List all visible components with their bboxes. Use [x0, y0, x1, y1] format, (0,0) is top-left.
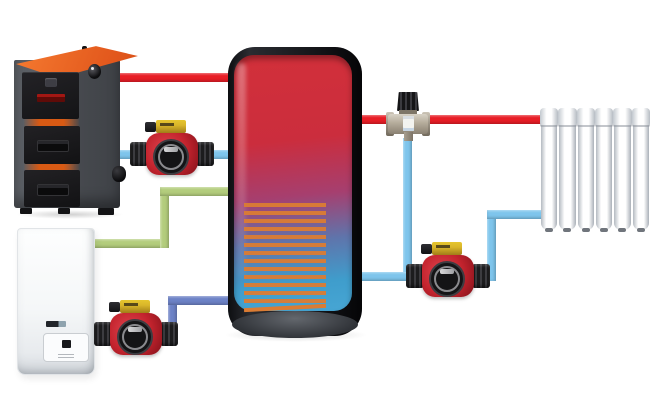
boiler-damper-knob — [112, 166, 126, 182]
wall-boiler-logo — [46, 321, 66, 327]
pipe-wallboiler-return-drop — [168, 298, 177, 342]
solid-fuel-boiler — [12, 44, 140, 219]
pipe-boiler-hot-supply — [112, 73, 236, 82]
wall-boiler-display — [62, 340, 71, 348]
pump-cable-gland — [421, 244, 432, 254]
pump-left-flange — [406, 264, 424, 288]
pump-motor-face — [117, 319, 153, 355]
circulation-pump-heating — [406, 242, 490, 298]
boiler-loading-door — [22, 72, 79, 119]
pipe-valve-cold-drop — [403, 138, 412, 281]
pump-cable-gland — [145, 122, 156, 132]
radiator-section — [558, 108, 578, 232]
pump-terminal-box — [156, 120, 186, 133]
boiler-ember-glow-upper — [24, 119, 79, 126]
pump-left-flange — [130, 142, 148, 166]
boiler-foot — [98, 208, 114, 215]
pump-right-flange — [472, 264, 490, 288]
pipe-wallboiler-supply-top — [160, 187, 236, 196]
boiler-ash-door — [24, 170, 80, 207]
wall-boiler-control-panel — [43, 333, 89, 362]
radiator-section — [613, 108, 632, 232]
boiler-ember-glow-lower — [24, 164, 79, 170]
pipe-wallboiler-supply-low — [85, 239, 169, 248]
radiator-section — [539, 108, 559, 232]
pipe-wallboiler-supply-rise — [160, 187, 169, 248]
pump-cable-gland — [109, 302, 120, 312]
wall-mounted-boiler — [17, 228, 95, 375]
valve-collar — [399, 110, 417, 115]
boiler-foot — [58, 208, 70, 214]
pump-terminal-box — [432, 242, 462, 255]
pump-motor-face — [429, 261, 465, 297]
panel-radiator — [539, 108, 650, 232]
pipe-tank-to-pump-return — [356, 272, 418, 281]
tank-thermal-gradient — [234, 55, 352, 313]
circulation-pump-charging — [130, 120, 214, 176]
pipe-wallboiler-return — [168, 296, 236, 305]
pipe-radiator-return-riser — [487, 210, 496, 281]
buffer-tank — [224, 47, 368, 342]
tank-heating-coil — [244, 203, 326, 306]
radiator-section — [576, 108, 596, 232]
pump-terminal-box — [120, 300, 150, 313]
thermostatic-mixing-valve — [386, 92, 430, 144]
pipe-radiator-return-top — [487, 210, 548, 219]
radiator-section — [631, 108, 650, 232]
valve-label — [403, 116, 414, 131]
valve-adjustment-knob — [397, 92, 419, 111]
pump-right-flange — [160, 322, 178, 346]
tank-base — [232, 311, 358, 338]
pump-right-flange — [196, 142, 214, 166]
boiler-middle-door — [24, 126, 80, 164]
pump-left-flange — [94, 322, 112, 346]
boiler-floor-shadow — [16, 210, 124, 219]
circulation-pump-wall-boiler — [94, 300, 178, 356]
boiler-foot — [20, 208, 32, 214]
boiler-thermometer — [88, 64, 101, 79]
valve-bottom-port — [404, 132, 413, 141]
pipe-radiator-hot-supply — [354, 115, 548, 124]
radiator-section — [594, 108, 614, 232]
pump-motor-face — [153, 139, 189, 175]
